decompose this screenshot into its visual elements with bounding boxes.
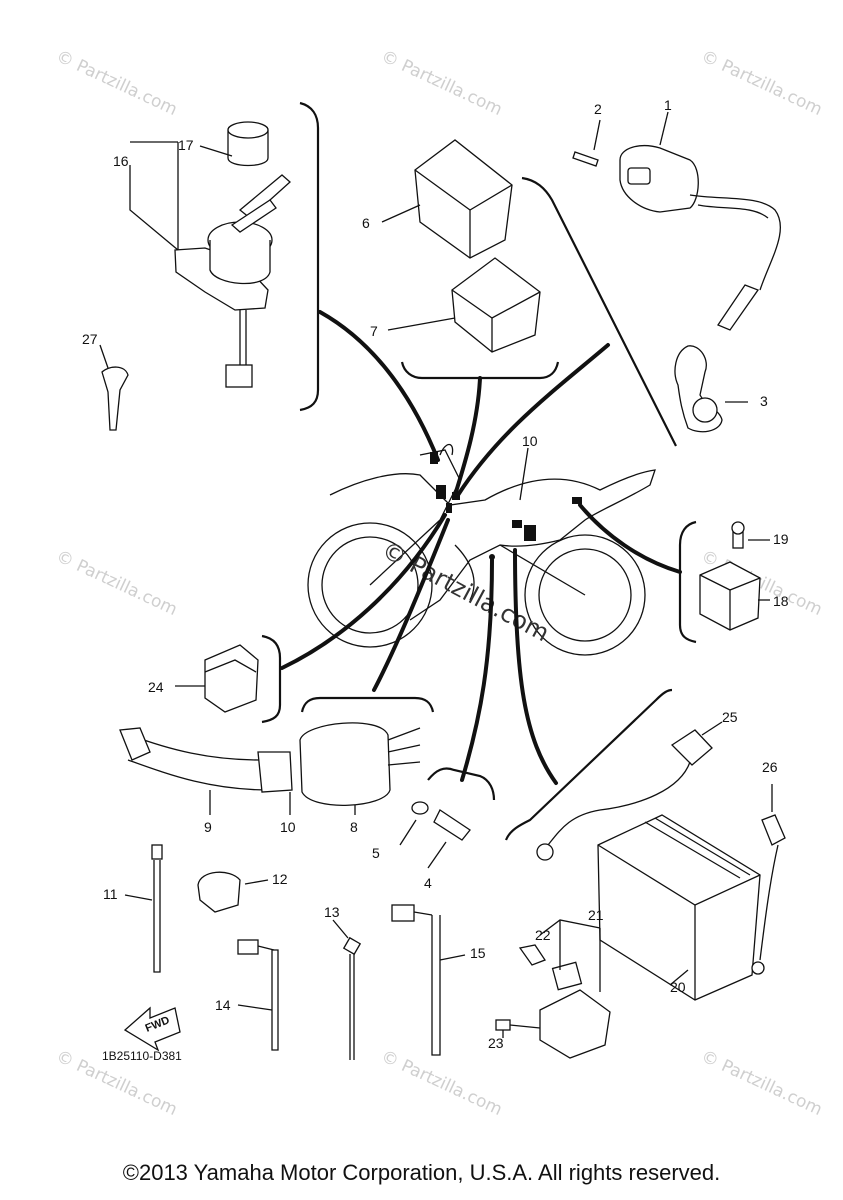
callout-2: 2: [594, 101, 602, 117]
neutral-switch-part: [399, 801, 471, 869]
callout-15: 15: [470, 945, 486, 961]
copyright-footer: ©2013 Yamaha Motor Corporation, U.S.A. A…: [122, 1160, 721, 1185]
watermark: © Partzilla.com: [53, 46, 180, 120]
watermark: © Partzilla.com: [378, 1046, 505, 1120]
watermark: © Partzilla.com: [698, 46, 825, 120]
callout-10: 10: [522, 433, 538, 449]
small-parts: [124, 844, 466, 1060]
callout-labels: 1 2 3 4 5 6 7 8 9 10 10 11 12 13 14 15 1…: [82, 97, 789, 1051]
callout-13: 13: [324, 904, 340, 920]
callout-26: 26: [762, 759, 778, 775]
callout-leader: [519, 447, 529, 501]
callout-5: 5: [372, 845, 380, 861]
callout-24: 24: [148, 679, 164, 695]
callout-9: 9: [204, 819, 212, 835]
main-switch-part: [99, 121, 291, 431]
relay-part: [175, 644, 259, 713]
wire-harness-part: [119, 722, 421, 815]
group-leader-lines: [280, 310, 682, 785]
callout-1: 1: [664, 97, 672, 113]
callout-27: 27: [82, 331, 98, 347]
watermark: © Partzilla.com: [53, 546, 180, 620]
callout-14: 14: [215, 997, 231, 1013]
diagram-part-code: 1B25110-D381: [102, 1049, 182, 1063]
callout-25: 25: [722, 709, 738, 725]
callout-3: 3: [760, 393, 768, 409]
ignition-coil-part: [572, 111, 781, 433]
callout-22: 22: [535, 927, 551, 943]
forward-arrow: FWD: [123, 1006, 181, 1052]
motorcycle-outline: [307, 449, 656, 656]
callout-20: 20: [670, 979, 686, 995]
callout-21: 21: [588, 907, 604, 923]
battery-part: [536, 721, 786, 1001]
rectifier-part: [699, 521, 770, 631]
cdi-unit-part: [381, 139, 541, 353]
callout-19: 19: [773, 531, 789, 547]
callout-12: 12: [272, 871, 288, 887]
bike-connector-marks: [430, 452, 582, 560]
group-brackets: [261, 101, 697, 841]
watermark: © Partzilla.com: [378, 46, 505, 120]
callout-leader: [439, 443, 454, 456]
callout-10: 10: [280, 819, 296, 835]
callout-8: 8: [350, 819, 358, 835]
callout-6: 6: [362, 215, 370, 231]
watermark: © Partzilla.com: [698, 1046, 825, 1120]
callout-17: 17: [178, 137, 194, 153]
callout-18: 18: [773, 593, 789, 609]
callout-16: 16: [113, 153, 129, 169]
callout-4: 4: [424, 875, 432, 891]
callout-23: 23: [488, 1035, 504, 1051]
starter-relay-part: [495, 919, 611, 1059]
callout-7: 7: [370, 323, 378, 339]
callout-11: 11: [103, 886, 118, 902]
